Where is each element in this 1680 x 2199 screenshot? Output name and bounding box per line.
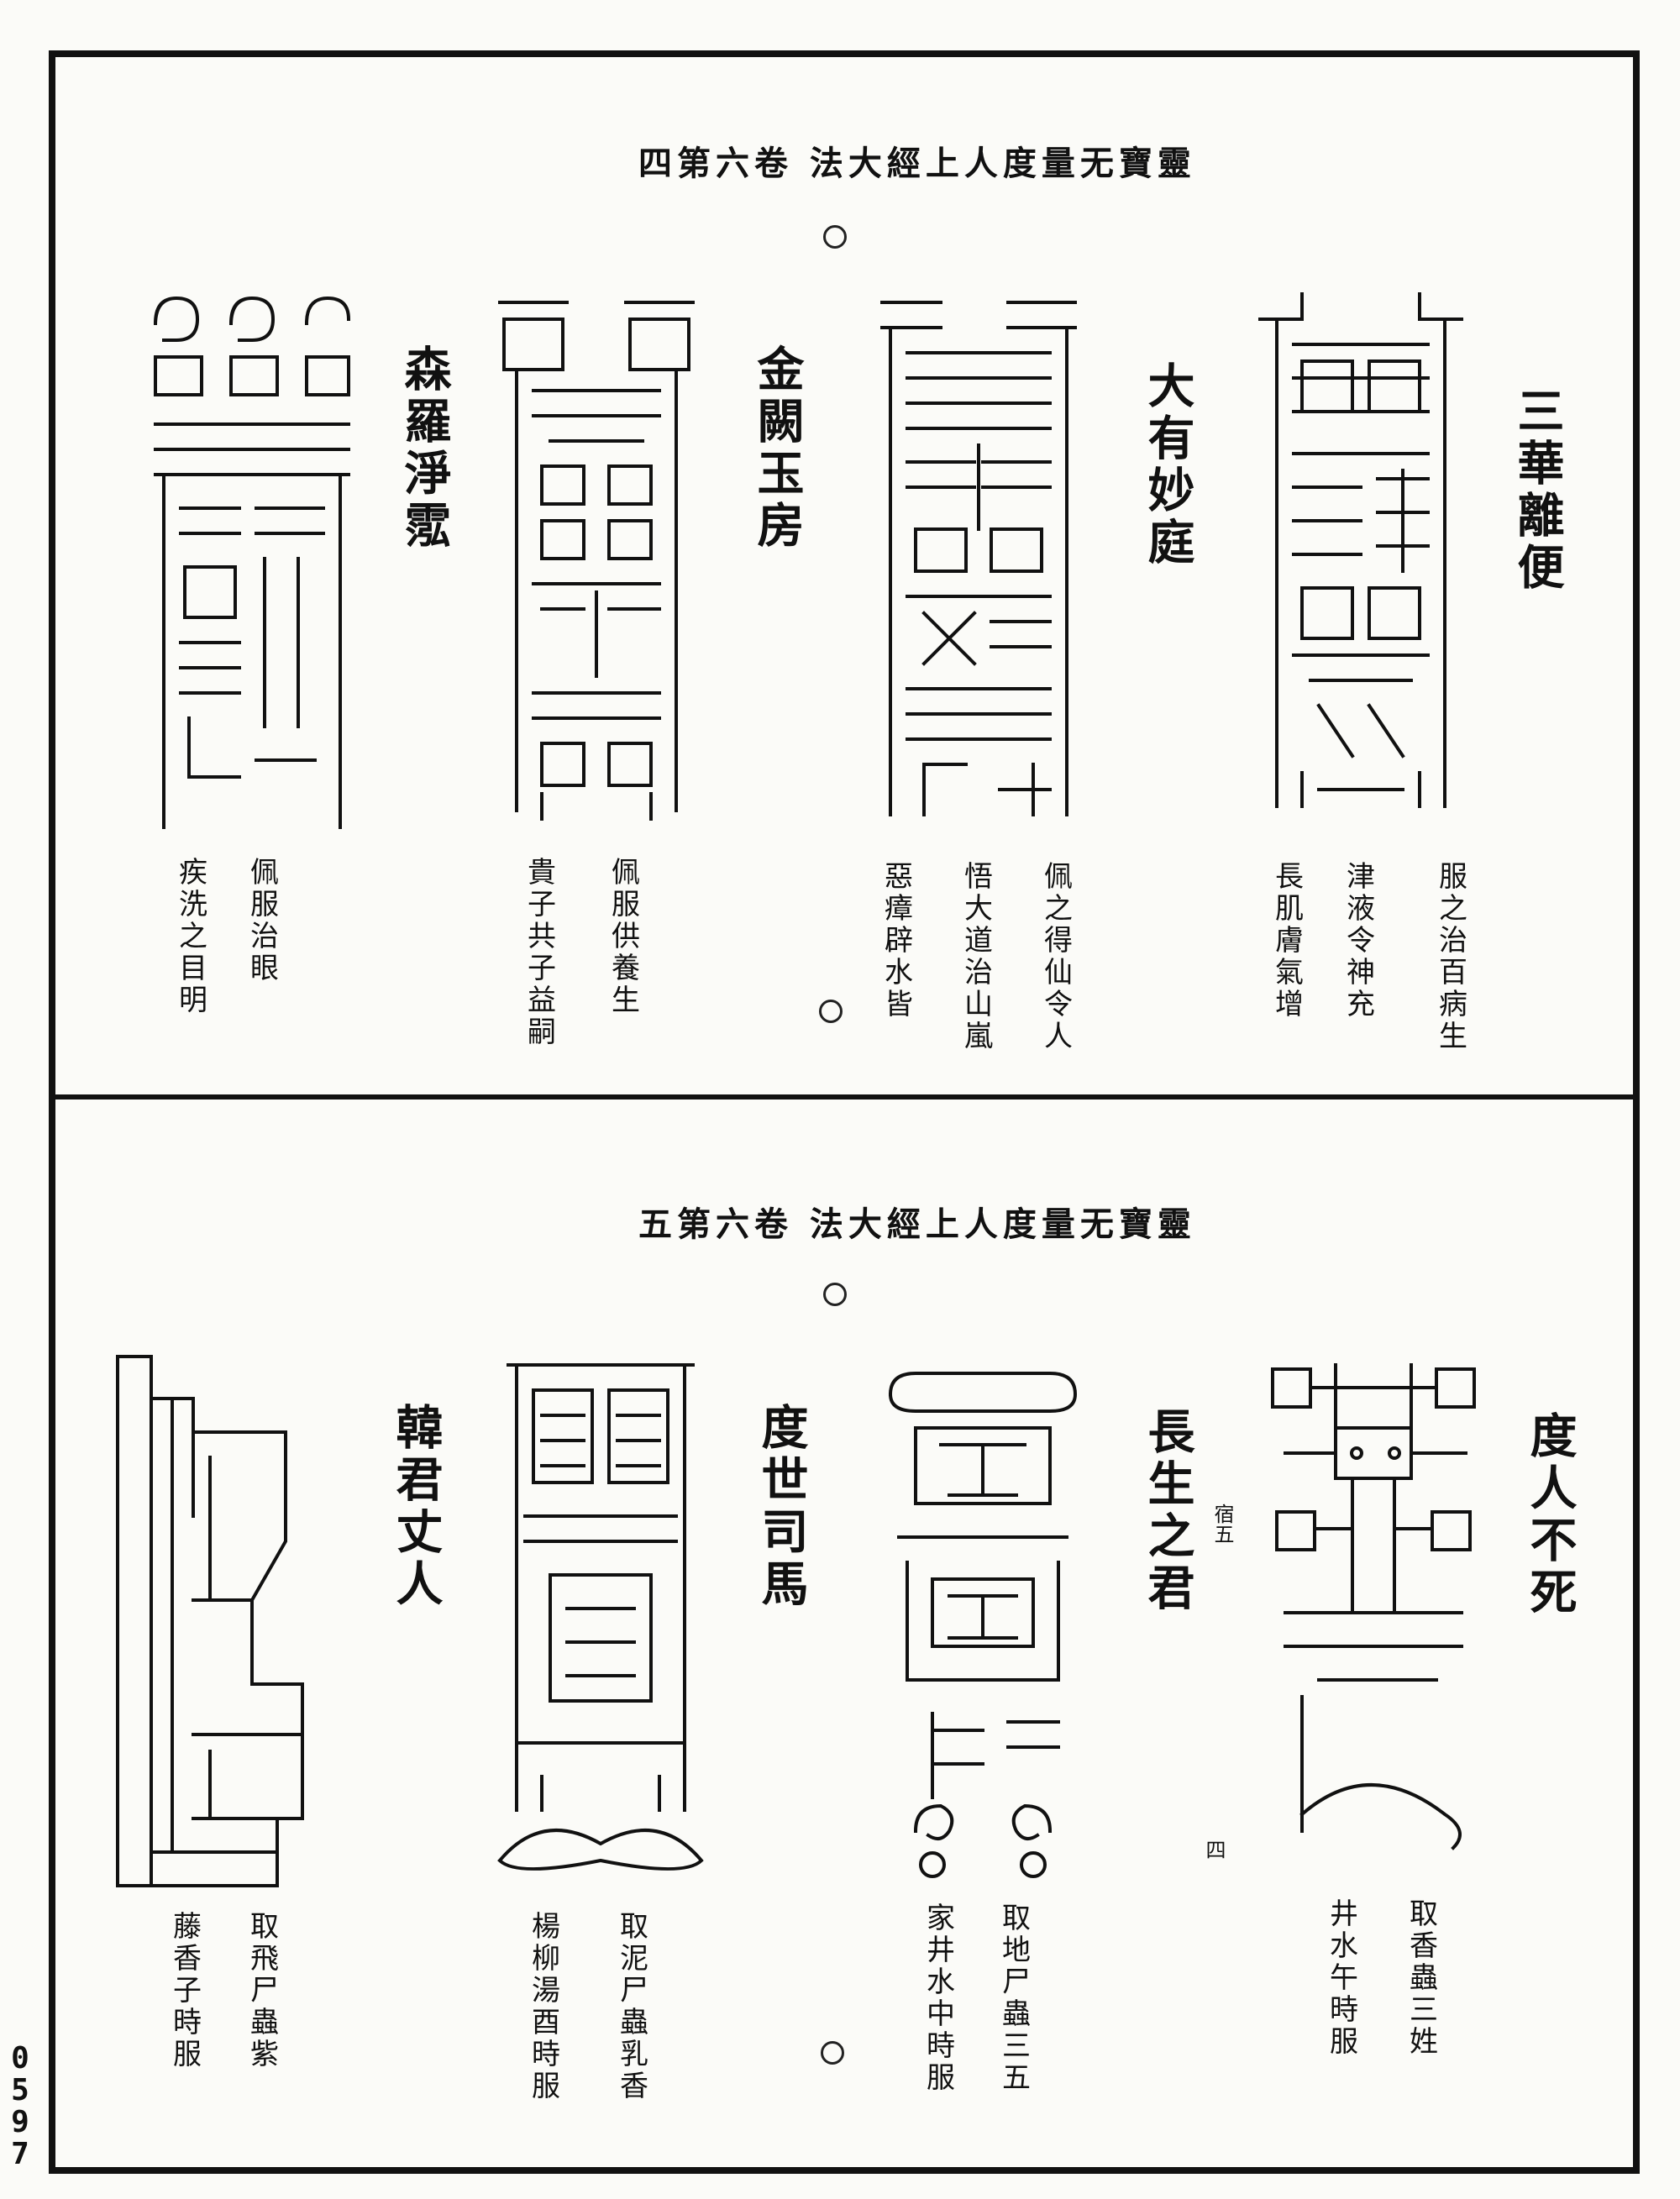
talisman-seal-glyph bbox=[498, 301, 695, 821]
talisman-note: 取地尸蟲三五 bbox=[996, 1902, 1031, 2094]
talisman-note: 長肌膚氣增 bbox=[1269, 861, 1304, 1021]
talisman-note: 井水午時服 bbox=[1324, 1898, 1358, 2058]
talisman-seal-glyph bbox=[880, 301, 1077, 816]
page-number-digit: 0 bbox=[11, 2041, 29, 2076]
talisman-note: 津液令神充 bbox=[1341, 861, 1375, 1021]
talisman-seal-glyph bbox=[1271, 1363, 1476, 1850]
talisman-seal-glyph bbox=[116, 1355, 304, 1887]
lower-header: 靈寶无量度人上經大法 卷六第五 bbox=[638, 1204, 1196, 1244]
binding-hole bbox=[823, 1283, 847, 1306]
talisman-note: 取泥尸蟲乳香 bbox=[614, 1911, 648, 2102]
page-number-digit: 5 bbox=[11, 2073, 29, 2107]
talisman-note: 貴子共子益嗣 bbox=[522, 857, 556, 1048]
talisman-note: 佩服治眼 bbox=[244, 857, 279, 984]
talisman-note: 悟大道治山嵐 bbox=[958, 861, 993, 1052]
talisman-note: 佩服供養生 bbox=[606, 857, 640, 1016]
talisman-seal-glyph bbox=[1258, 292, 1463, 808]
section-divider bbox=[49, 1094, 1640, 1100]
binding-hole bbox=[819, 1000, 843, 1023]
talisman-note: 惡瘴辟水皆 bbox=[879, 861, 913, 1021]
page-number-digit: 7 bbox=[11, 2137, 29, 2171]
talisman-title: 度人不死 bbox=[1522, 1411, 1578, 1619]
talisman-title: 度世司馬 bbox=[753, 1403, 809, 1611]
talisman-title: 長生之君 bbox=[1140, 1407, 1195, 1615]
talisman-title: 金闕玉房 bbox=[749, 344, 805, 553]
talisman-title: 大有妙庭 bbox=[1140, 361, 1195, 569]
binding-hole bbox=[823, 225, 847, 249]
talisman-note: 楊柳湯酉時服 bbox=[526, 1911, 560, 2102]
page-number: 0 5 9 7 bbox=[3, 2043, 37, 2170]
talisman-seal-glyph bbox=[153, 296, 351, 829]
talisman-seal-glyph bbox=[888, 1372, 1078, 1878]
margin-mark: 四 bbox=[1202, 1839, 1226, 1860]
talisman-title: 韓君丈人 bbox=[388, 1403, 444, 1611]
margin-mark: 宿五 bbox=[1210, 1504, 1234, 1544]
talisman-note: 家井水中時服 bbox=[921, 1902, 955, 2094]
talisman-note: 取香蟲三姓 bbox=[1404, 1898, 1438, 2058]
talisman-seal-glyph bbox=[497, 1363, 704, 1871]
upper-header: 靈寶无量度人上經大法 卷六第四 bbox=[638, 144, 1196, 183]
page-number-digit: 9 bbox=[11, 2105, 29, 2139]
talisman-note: 取飛尸蟲紫 bbox=[244, 1911, 279, 2070]
page-frame bbox=[49, 50, 1640, 2174]
talisman-note: 佩之得仙令人 bbox=[1038, 861, 1073, 1052]
talisman-note: 服之治百病生 bbox=[1433, 861, 1467, 1052]
talisman-note: 藤香子時服 bbox=[167, 1911, 202, 2070]
talisman-note: 疾洗之目明 bbox=[173, 857, 207, 1016]
binding-hole bbox=[821, 2041, 844, 2065]
talisman-title: 森羅淨霐 bbox=[396, 344, 452, 553]
talisman-title: 三華離便 bbox=[1509, 386, 1565, 595]
